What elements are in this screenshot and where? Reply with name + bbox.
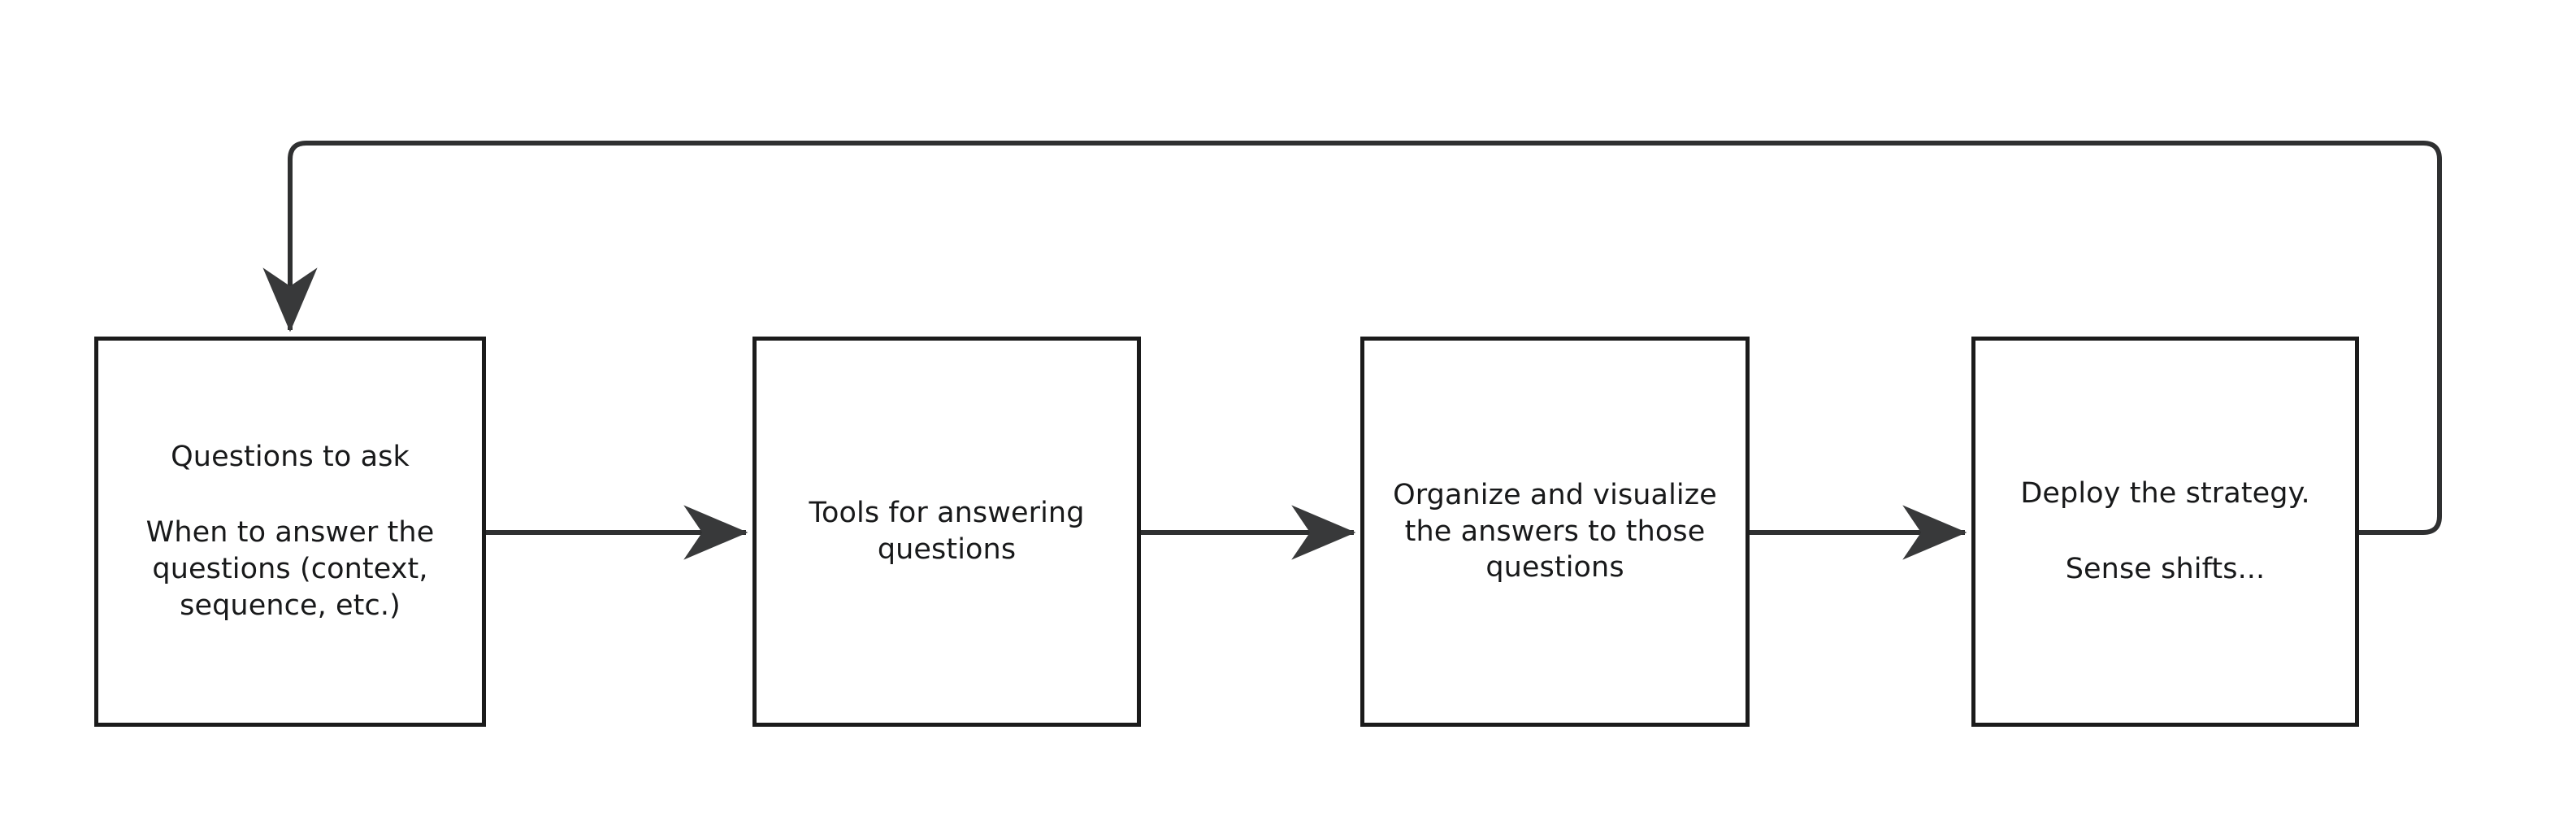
node-questions-to-ask-line-2: When to answer the questions (context, s…: [145, 516, 435, 622]
feedback-loop-deploy-to-questions: [262, 141, 2442, 535]
node-deploy-the-strategy-line-1: Deploy the strategy.: [2020, 477, 2310, 511]
node-deploy-the-strategy-line-2: Sense shifts...: [2065, 553, 2266, 585]
node-tools-for-answering-questions[interactable]: Tools for answering questions: [752, 337, 1141, 727]
node-tools-for-answering-questions-line-1: Tools for answering questions: [809, 497, 1085, 566]
node-organize-and-visualize[interactable]: Organize and visualize the answers to th…: [1360, 337, 1750, 727]
node-deploy-the-strategy[interactable]: Deploy the strategy. Sense shifts...: [1971, 337, 2359, 727]
node-questions-to-ask-line-1: Questions to ask: [171, 441, 410, 474]
node-questions-to-ask[interactable]: Questions to ask When to answer the ques…: [94, 337, 486, 727]
node-organize-and-visualize-line-1: Organize and visualize the answers to th…: [1393, 478, 1717, 584]
